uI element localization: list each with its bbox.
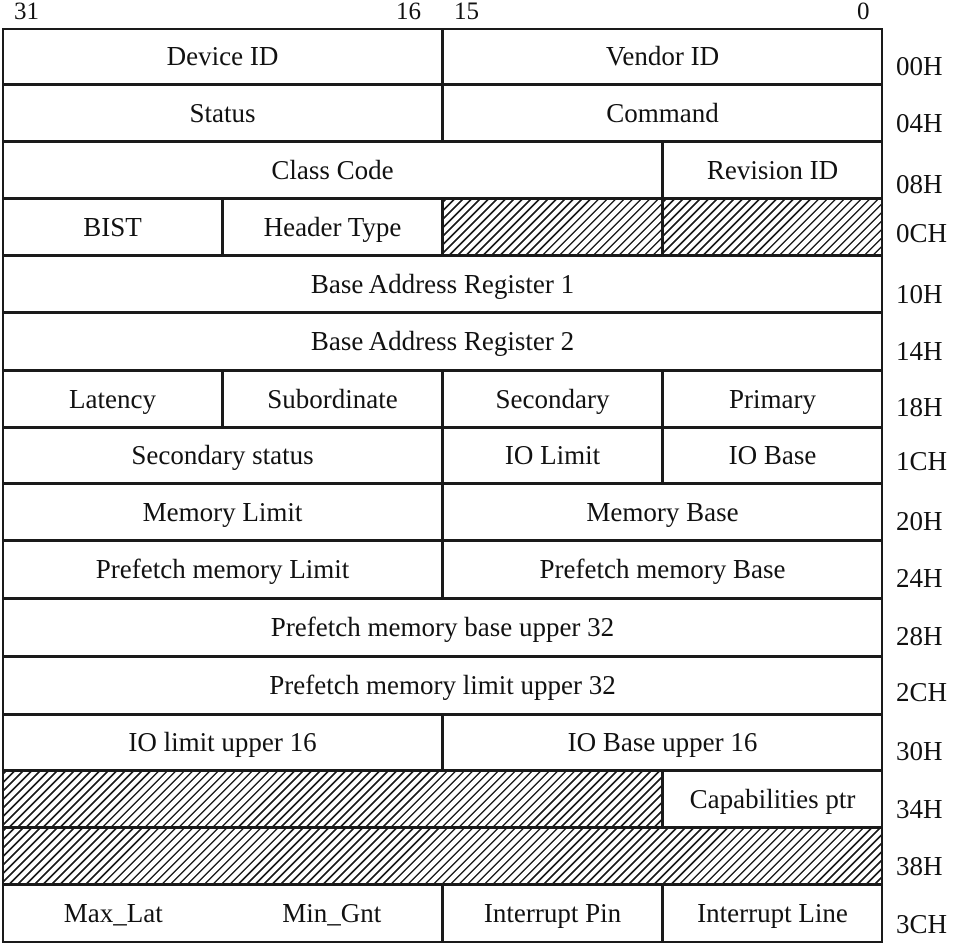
register-row: Memory Limit Memory Base — [2, 483, 883, 541]
offset-label: 10H — [896, 279, 943, 309]
register-field: Subordinate — [222, 370, 443, 428]
config-space-table: Device ID Vendor ID Status Command Class… — [2, 28, 883, 943]
reserved-field — [442, 198, 663, 256]
register-field: Device ID — [2, 28, 443, 85]
offset-label: 0CH — [896, 218, 948, 248]
register-field: Capabilities ptr — [662, 770, 883, 828]
register-field: Interrupt Line — [662, 884, 883, 943]
register-row: Prefetch memory limit upper 32 — [2, 656, 883, 715]
offset-label: 3CH — [896, 909, 948, 939]
register-field: Primary — [662, 370, 883, 428]
offset-label: 30H — [896, 736, 943, 766]
register-row: Prefetch memory Limit Prefetch memory Ba… — [2, 540, 883, 599]
register-field: IO Limit — [442, 427, 663, 484]
offset-label: 28H — [896, 621, 943, 651]
offset-label: 08H — [896, 169, 943, 199]
register-row: Status Command — [2, 84, 883, 142]
register-field: Secondary — [442, 370, 663, 428]
register-field: Status — [2, 84, 443, 142]
bit-label-16: 16 — [396, 0, 421, 25]
register-field-pair: Max_Lat Min_Gnt — [2, 884, 443, 943]
register-row: Class Code Revision ID — [2, 141, 883, 199]
register-row: Max_Lat Min_Gnt Interrupt Pin Interrupt … — [2, 884, 883, 943]
register-row: Latency Subordinate Secondary Primary — [2, 370, 883, 428]
offset-label: 14H — [896, 336, 943, 366]
register-field: Latency — [2, 370, 223, 428]
register-row: Secondary status IO Limit IO Base — [2, 427, 883, 484]
register-field: IO Base upper 16 — [442, 714, 883, 771]
offset-label: 34H — [896, 794, 943, 824]
register-field: Base Address Register 2 — [2, 312, 883, 371]
register-field: Memory Base — [442, 483, 883, 541]
register-row: Capabilities ptr — [2, 770, 883, 828]
bit-label-31: 31 — [14, 0, 39, 25]
offset-label: 04H — [896, 108, 943, 138]
register-row: Base Address Register 2 — [2, 312, 883, 371]
register-row: Base Address Register 1 — [2, 255, 883, 313]
register-field: Class Code — [2, 141, 663, 199]
reserved-field — [2, 770, 663, 828]
register-field: Prefetch memory limit upper 32 — [2, 656, 883, 715]
register-field: Secondary status — [2, 427, 443, 484]
reserved-field — [662, 198, 883, 256]
register-field: Vendor ID — [442, 28, 883, 85]
offset-label: 38H — [896, 851, 943, 881]
offset-label: 24H — [896, 563, 943, 593]
bit-label-0: 0 — [857, 0, 870, 25]
register-row: IO limit upper 16 IO Base upper 16 — [2, 714, 883, 771]
bit-label-15: 15 — [454, 0, 479, 25]
register-field: Header Type — [222, 198, 443, 256]
register-field: Memory Limit — [2, 483, 443, 541]
register-field: Interrupt Pin — [442, 884, 663, 943]
register-field: Prefetch memory Base — [442, 540, 883, 599]
offset-label: 20H — [896, 506, 943, 536]
offset-label: 2CH — [896, 677, 948, 707]
reserved-field — [2, 827, 883, 885]
register-row: BIST Header Type — [2, 198, 883, 256]
register-field: IO Base — [662, 427, 883, 484]
offset-label: 00H — [896, 51, 943, 81]
register-field: Revision ID — [662, 141, 883, 199]
register-field: Prefetch memory base upper 32 — [2, 598, 883, 657]
register-row — [2, 827, 883, 885]
register-field: Min_Gnt — [282, 898, 382, 928]
offset-label: 18H — [896, 392, 943, 422]
offset-label: 1CH — [896, 446, 948, 476]
register-field: BIST — [2, 198, 223, 256]
register-field: IO limit upper 16 — [2, 714, 443, 771]
register-row: Device ID Vendor ID — [2, 28, 883, 85]
register-row: Prefetch memory base upper 32 — [2, 598, 883, 657]
register-field: Max_Lat — [63, 898, 163, 928]
register-field: Prefetch memory Limit — [2, 540, 443, 599]
register-field: Command — [442, 84, 883, 142]
register-field: Base Address Register 1 — [2, 255, 883, 313]
